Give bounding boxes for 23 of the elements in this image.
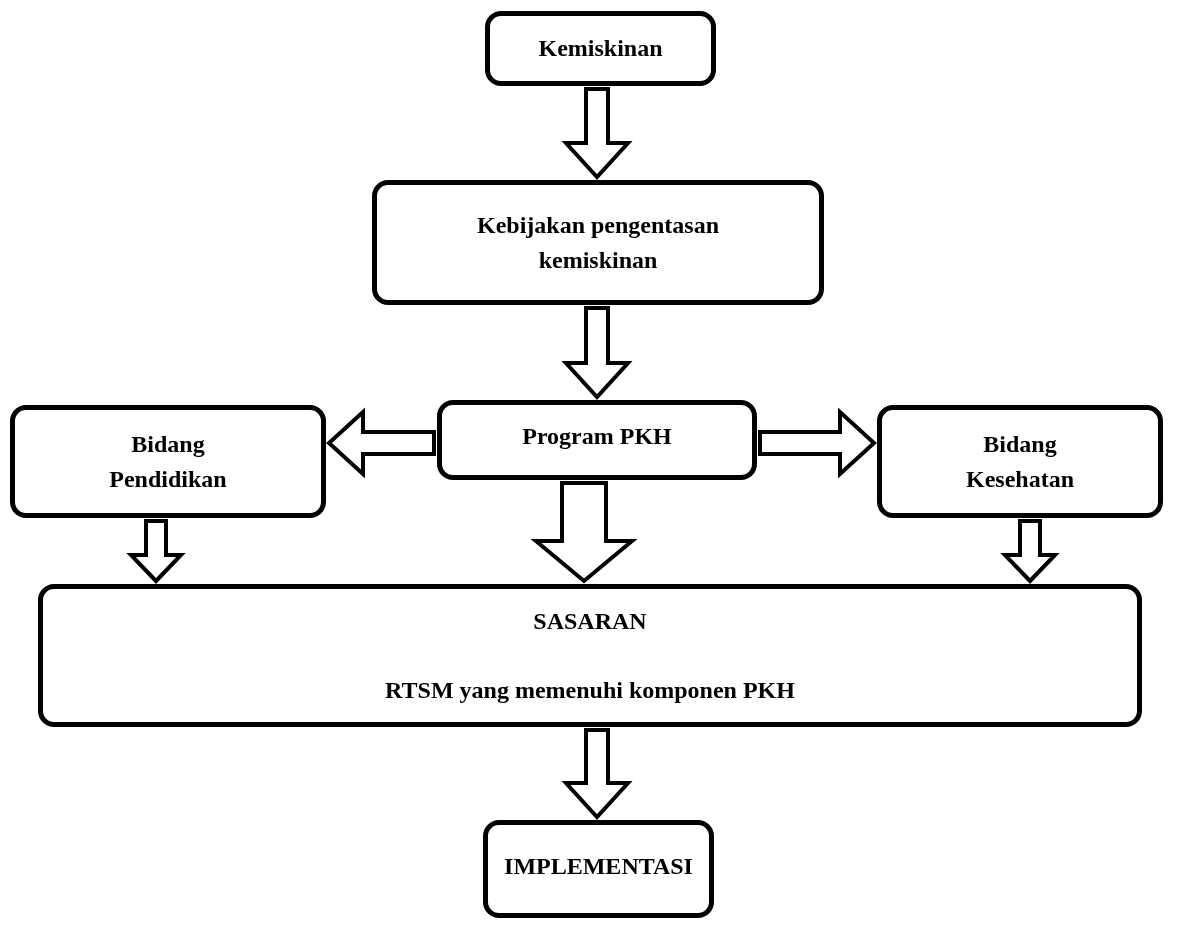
box-label: Kebijakan pengentasan kemiskinan <box>475 210 721 275</box>
block-arrow <box>1000 519 1060 584</box>
block-arrow <box>561 306 633 400</box>
box-label: Bidang Pendidikan <box>108 429 228 494</box>
block-arrow <box>561 87 633 180</box>
process-box <box>485 11 716 86</box>
block-arrow <box>530 481 638 584</box>
box-text: RTSM yang memenuhi komponen PKH <box>385 675 795 705</box>
process-box <box>877 405 1163 518</box>
box-label: Program PKH <box>522 422 672 451</box>
box-label: IMPLEMENTASI <box>504 852 693 881</box>
box-label: Bidang Kesehatan <box>965 429 1075 494</box>
block-arrow <box>326 407 436 479</box>
box-label: SASARAN <box>533 606 647 636</box>
process-box <box>372 180 824 305</box>
process-box <box>483 820 714 918</box>
process-box <box>437 400 757 480</box>
block-arrow <box>758 407 877 479</box>
block-arrow <box>561 728 633 820</box>
process-box <box>38 584 1142 727</box>
block-arrow <box>126 519 186 584</box>
box-label: Kemiskinan <box>538 34 663 64</box>
process-box <box>10 405 326 518</box>
